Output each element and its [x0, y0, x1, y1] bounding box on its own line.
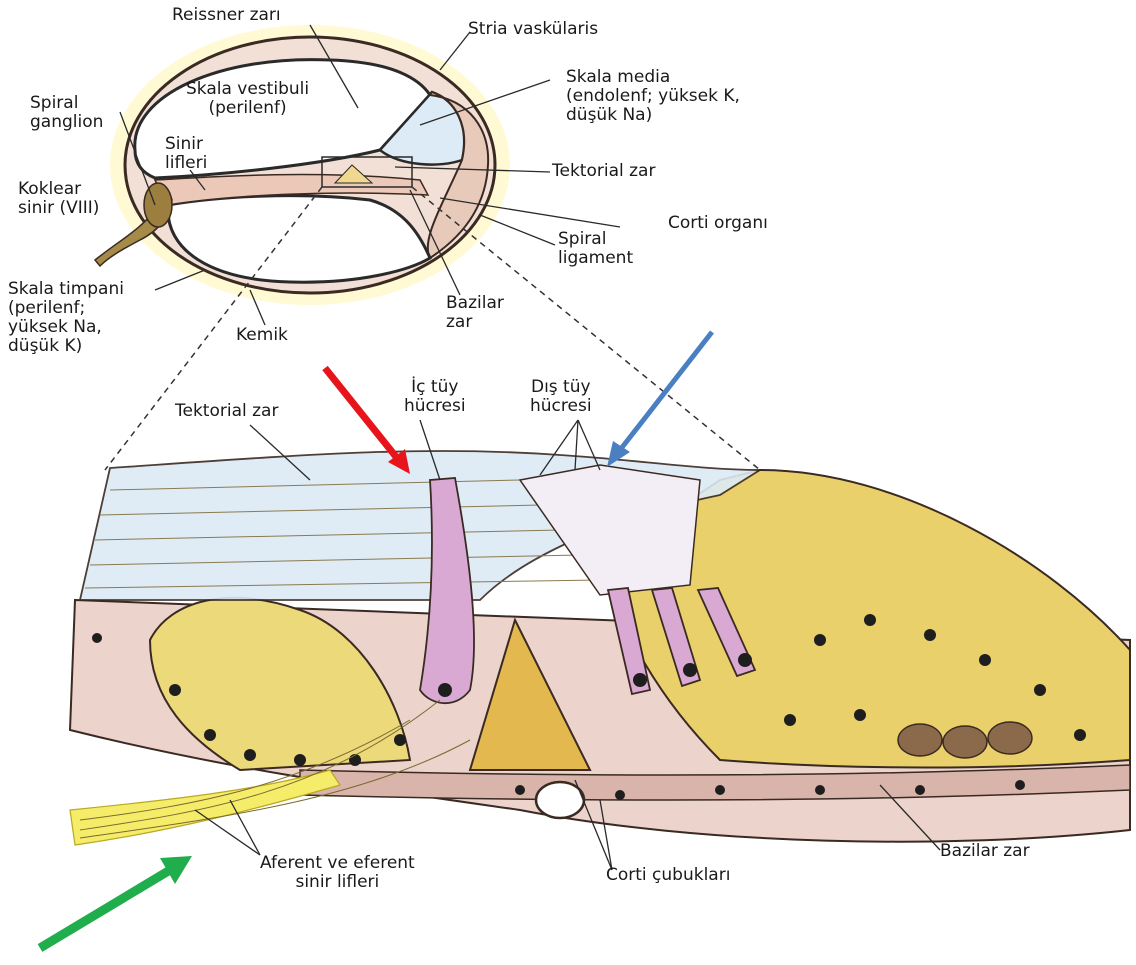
label-ic-tuy-line1: İç tüy: [411, 378, 458, 397]
organ-of-corti-detail: [70, 420, 1130, 870]
cochlea-cross-section: [95, 25, 620, 325]
label-bazilar-zar-top-line2: zar: [446, 313, 504, 332]
label-skala-vestibuli-line1: Skala vestibuli: [186, 80, 309, 99]
label-spiral-ligament-line1: Spiral: [558, 230, 633, 249]
label-sinir-lifleri-line1: Sinir: [165, 135, 207, 154]
label-skala-timpani-line3: yüksek Na,: [8, 318, 124, 337]
label-reissner: Reissner zarı: [172, 6, 281, 25]
label-skala-timpani: Skala timpani (perilenf; yüksek Na, düşü…: [8, 280, 124, 356]
label-bazilar-zar-top-line1: Bazilar: [446, 294, 504, 313]
label-corti-organi: Corti organı: [668, 214, 768, 233]
label-ic-tuy-line2: hücresi: [404, 397, 466, 416]
blood-vessel: [536, 782, 584, 818]
label-skala-media-line2: (endolenf; yüksek K,: [566, 87, 740, 106]
label-stria-vaskularis: Stria vaskülaris: [468, 20, 598, 39]
blue-arrow: [607, 332, 712, 467]
label-tektorial-zar-top: Tektorial zar: [552, 162, 655, 181]
green-arrow: [40, 856, 192, 948]
label-skala-vestibuli-line2: (perilenf): [208, 99, 286, 118]
label-skala-media: Skala media (endolenf; yüksek K, düşük N…: [566, 68, 740, 125]
spiral-ganglion: [144, 183, 172, 227]
claudius-cells: [898, 722, 1032, 758]
label-skala-vestibuli: Skala vestibuli (perilenf): [186, 80, 309, 118]
label-sinir-lifleri-line2: lifleri: [165, 154, 207, 173]
label-koklear-sinir: Koklear sinir (VIII): [18, 180, 99, 218]
label-spiral-ligament-line2: ligament: [558, 249, 633, 268]
label-aferent-eferent: Aferent ve eferent sinir lifleri: [260, 854, 415, 892]
label-bazilar-zar-top: Bazilar zar: [446, 294, 504, 332]
label-aferent-line2: sinir lifleri: [295, 873, 379, 892]
label-koklear-sinir-line1: Koklear: [18, 180, 99, 199]
label-dis-tuy-hucresi: Dış tüy hücresi: [530, 378, 592, 416]
label-skala-media-line1: Skala media: [566, 68, 740, 87]
label-spiral-ganglion-line2: ganglion: [30, 113, 103, 132]
label-bazilar-zar-bottom: Bazilar zar: [940, 842, 1030, 861]
label-corti-cubuklari: Corti çubukları: [606, 866, 730, 885]
label-dis-tuy-line1: Dış tüy: [531, 378, 591, 397]
label-spiral-ganglion-line1: Spiral: [30, 94, 103, 113]
label-aferent-line1: Aferent ve eferent: [260, 854, 415, 873]
label-skala-media-line3: düşük Na): [566, 106, 740, 125]
label-spiral-ligament: Spiral ligament: [558, 230, 633, 268]
label-koklear-sinir-line2: sinir (VIII): [18, 199, 99, 218]
label-kemik: Kemik: [236, 326, 288, 345]
label-ic-tuy-hucresi: İç tüy hücresi: [404, 378, 466, 416]
label-skala-timpani-line4: düşük K): [8, 337, 124, 356]
label-tektorial-zar-bottom: Tektorial zar: [175, 402, 278, 421]
label-skala-timpani-line2: (perilenf;: [8, 299, 124, 318]
label-dis-tuy-line2: hücresi: [530, 397, 592, 416]
label-spiral-ganglion: Spiral ganglion: [30, 94, 103, 132]
label-sinir-lifleri: Sinir lifleri: [165, 135, 207, 173]
label-skala-timpani-line1: Skala timpani: [8, 280, 124, 299]
